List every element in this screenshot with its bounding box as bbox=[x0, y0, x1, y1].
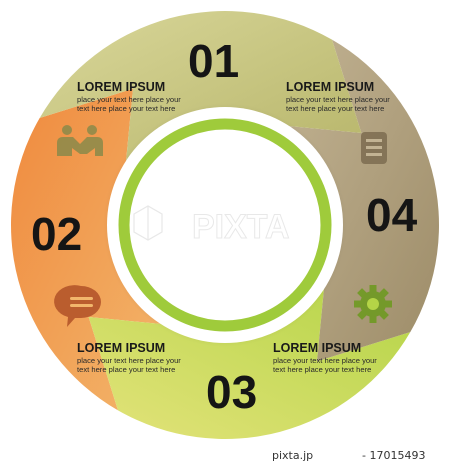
footer-bar: pixta.jp - 17015493 bbox=[0, 444, 450, 468]
segment-01-text-line1: place your text here place your bbox=[77, 95, 181, 104]
segment-04: 04 LOREM IPSUM place your text here plac… bbox=[286, 80, 418, 241]
segment-02-shape bbox=[10, 88, 168, 411]
segment-01: 01 LOREM IPSUM place your text here plac… bbox=[57, 35, 239, 156]
segment-03-text-line2: text here place your text here bbox=[273, 365, 371, 374]
segment-04-title: LOREM IPSUM bbox=[286, 80, 374, 94]
handshake-icon bbox=[57, 125, 103, 156]
segment-02-title: LOREM IPSUM bbox=[77, 341, 165, 355]
watermark: PIXTA bbox=[133, 205, 290, 247]
gear-icon bbox=[354, 285, 392, 323]
segment-03-title: LOREM IPSUM bbox=[273, 341, 361, 355]
segment-02-text-line2: text here place your text here bbox=[77, 365, 175, 374]
center-hole bbox=[131, 131, 319, 319]
site-label: pixta.jp bbox=[272, 449, 314, 462]
segment-03-number: 03 bbox=[206, 366, 257, 418]
segment-01-shape bbox=[39, 11, 362, 168]
segment-01-text-line2: text here place your text here bbox=[77, 104, 175, 113]
document-icon bbox=[361, 132, 387, 164]
segment-03-shape bbox=[88, 282, 411, 439]
segment-02-number: 02 bbox=[31, 208, 82, 260]
image-id: - 17015493 bbox=[362, 449, 426, 462]
segment-01-title: LOREM IPSUM bbox=[77, 80, 165, 94]
segment-04-shape bbox=[282, 39, 439, 362]
chat-bubble-icon bbox=[54, 285, 101, 327]
segment-03-text-line1: place your text here place your bbox=[273, 356, 377, 365]
segment-03: 03 LOREM IPSUM place your text here plac… bbox=[206, 285, 392, 418]
center-ring bbox=[118, 118, 332, 332]
segment-04-text-line2: text here place your text here bbox=[286, 104, 384, 113]
segment-04-text-line1: place your text here place your bbox=[286, 95, 390, 104]
segment-02: 02 LOREM IPSUM place your text here plac… bbox=[31, 208, 181, 374]
segment-02-text-line1: place your text here place your bbox=[77, 356, 181, 365]
watermark-text: PIXTA bbox=[192, 208, 290, 246]
segment-01-number: 01 bbox=[188, 35, 239, 87]
segment-04-number: 04 bbox=[366, 189, 418, 241]
